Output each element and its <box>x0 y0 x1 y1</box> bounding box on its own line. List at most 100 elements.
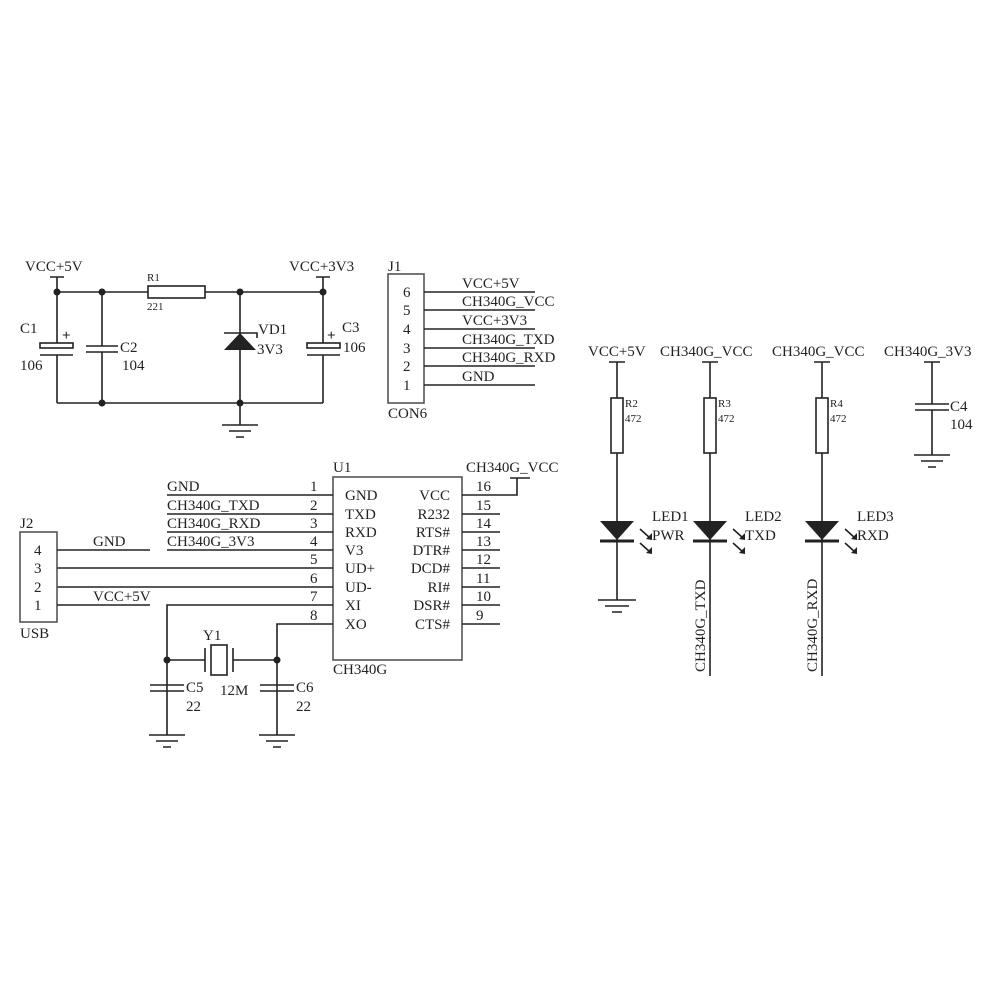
c3-plus: + <box>327 328 336 344</box>
u1-part: CH340G <box>333 662 387 678</box>
c4-ref: C4 <box>950 399 968 415</box>
u1-pin-net: CH340G_RXD <box>167 516 261 532</box>
y1-ref: Y1 <box>203 628 221 644</box>
u1-vcc-wire <box>462 477 530 496</box>
vd1-ref: VD1 <box>258 322 287 338</box>
u1-pin-number: 14 <box>476 516 492 532</box>
capacitor-c1 <box>40 292 73 403</box>
zener-vd1 <box>224 292 258 403</box>
j2-ref: J2 <box>20 516 33 532</box>
u1-pin-name: CTS# <box>415 617 451 633</box>
resistor-ref: R4 <box>830 398 843 410</box>
resistor <box>703 397 717 454</box>
u1-pin-number: 3 <box>310 516 318 532</box>
light-emission-arrows-icon <box>844 528 856 553</box>
j1-pin-net: CH340G_TXD <box>462 332 555 348</box>
capacitor-c4: CH340G_3V3 C4 104 <box>884 344 973 468</box>
u1-pin-name: UD- <box>345 580 372 596</box>
resistor <box>610 397 624 454</box>
rails <box>57 291 323 404</box>
u1-pin-number: 16 <box>476 479 492 495</box>
j1-pin-number: 4 <box>403 322 411 338</box>
c5-ref: C5 <box>186 680 204 696</box>
led-supply-net: VCC+5V <box>588 344 646 360</box>
vd1-value: 3V3 <box>257 342 283 358</box>
j1-pin-net: VCC+5V <box>462 276 520 292</box>
j1-pin-number: 6 <box>403 285 411 301</box>
led-diode-icon <box>600 521 634 540</box>
c3-ref: C3 <box>342 320 360 336</box>
u1-pin-name: VCC <box>419 488 450 504</box>
j2-pin-number: 3 <box>34 561 42 577</box>
j2-pin-net: VCC+5V <box>93 589 151 605</box>
j2-pin-number: 2 <box>34 580 42 596</box>
u1-pin-name: GND <box>345 488 378 504</box>
j1-type: CON6 <box>388 406 428 422</box>
power-ports <box>50 276 330 292</box>
u1-pin-number: 15 <box>476 498 491 514</box>
j1-pin-number: 5 <box>403 303 411 319</box>
light-emission-arrows-icon <box>732 528 744 553</box>
y1-value: 12M <box>220 683 248 699</box>
resistor <box>815 397 829 454</box>
c5-value: 22 <box>186 699 201 715</box>
u1-pin-name: DCD# <box>411 561 451 577</box>
c6-value: 22 <box>296 699 311 715</box>
u1-pin-number: 2 <box>310 498 318 514</box>
j1-pin-net: VCC+3V3 <box>462 313 527 329</box>
ground-icon <box>598 541 636 613</box>
resistor-ref: R2 <box>625 398 638 410</box>
crystal-circuit <box>150 604 333 735</box>
led-label: RXD <box>857 528 889 544</box>
led-bottom-net: CH340G_TXD <box>693 579 709 672</box>
u1-pin-number: 13 <box>476 534 491 550</box>
u1-pin-name: V3 <box>345 543 363 559</box>
c4-value: 104 <box>950 417 973 433</box>
u1-pin-number: 10 <box>476 589 491 605</box>
c2-value: 104 <box>122 358 145 374</box>
net-label-vcc3v3: VCC+3V3 <box>289 259 354 275</box>
ic-u1-ch340g: U1 CH340G CH340G_VCC Y1 12M C5 22 C6 22 … <box>57 460 559 748</box>
u1-pin-net: CH340G_TXD <box>167 498 260 514</box>
c1-plus: + <box>62 328 71 344</box>
capacitor-c3 <box>307 292 340 403</box>
u1-pin-number: 7 <box>310 589 318 605</box>
resistor-value: 472 <box>830 413 847 425</box>
j1-pin-net: CH340G_RXD <box>462 350 556 366</box>
led-ref: LED2 <box>745 509 782 525</box>
led-supply-net: CH340G_VCC <box>660 344 753 360</box>
u1-pin-name: XI <box>345 598 361 614</box>
c6-ref: C6 <box>296 680 314 696</box>
led-indicators: VCC+5VR2472LED1PWRCH340G_VCCR3472LED2TXD… <box>588 344 894 676</box>
u1-pin-number: 4 <box>310 534 318 550</box>
u1-pin-name: RTS# <box>416 525 451 541</box>
u1-pin-number: 6 <box>310 571 318 587</box>
led-diode-icon <box>805 521 839 540</box>
r1-value: 221 <box>147 301 164 313</box>
u1-ref: U1 <box>333 460 351 476</box>
j1-pin-net: GND <box>462 369 495 385</box>
j1-pin-net: CH340G_VCC <box>462 294 555 310</box>
u1-pin-net: CH340G_3V3 <box>167 534 255 550</box>
u1-pin-number: 9 <box>476 608 484 624</box>
c1-ref: C1 <box>20 321 38 337</box>
u1-pin-number: 11 <box>476 571 490 587</box>
j2-pin-number: 4 <box>34 543 42 559</box>
led-label: PWR <box>652 528 685 544</box>
j1-pin-number: 1 <box>403 378 411 394</box>
led-supply-net: CH340G_VCC <box>772 344 865 360</box>
led-label: TXD <box>745 528 776 544</box>
j1-pin-number: 3 <box>403 341 411 357</box>
crystal-y1 <box>210 644 228 676</box>
j2-pin-net: GND <box>93 534 126 550</box>
light-emission-arrows-icon <box>639 528 651 553</box>
u1-pin-number: 12 <box>476 552 491 568</box>
resistor-r1 <box>147 285 206 299</box>
u1-pin-name: DSR# <box>413 598 450 614</box>
resistor-ref: R3 <box>718 398 731 410</box>
led-bottom-net: CH340G_RXD <box>805 578 821 672</box>
